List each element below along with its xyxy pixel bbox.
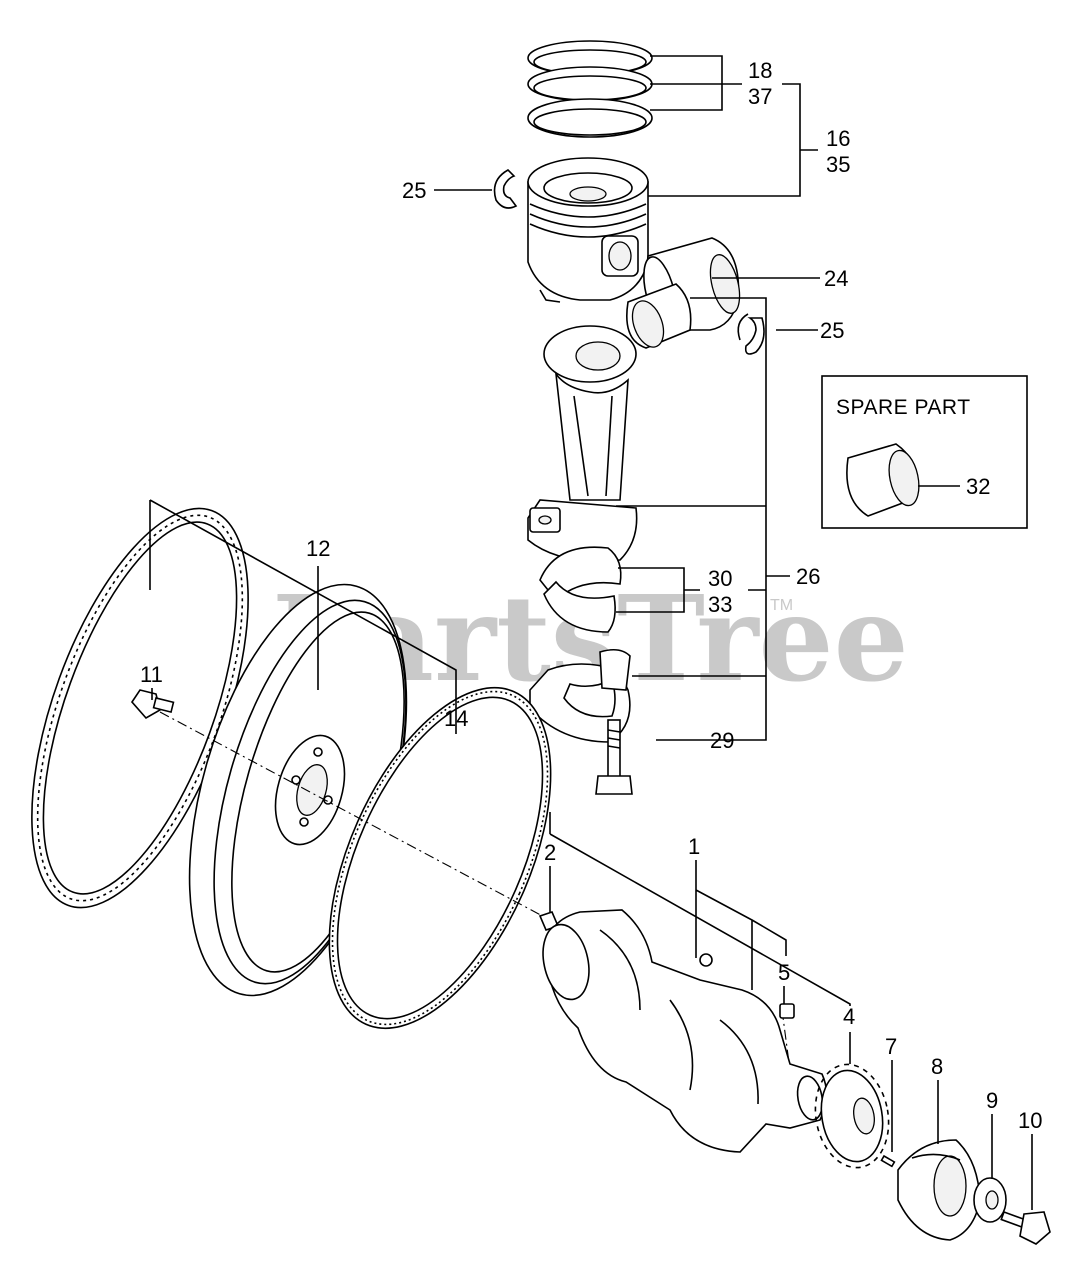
crank-gear[interactable] — [808, 1059, 897, 1174]
connecting-rod[interactable] — [527, 325, 638, 562]
callout-26: 26 — [796, 564, 820, 589]
starter-ring-gear[interactable] — [284, 655, 596, 1061]
piston-rings[interactable] — [527, 40, 653, 138]
connecting-rod-bolt[interactable] — [595, 719, 633, 795]
callout-1: 1 — [688, 834, 700, 859]
callout-9: 9 — [986, 1088, 998, 1113]
callout-30: 30 — [708, 566, 732, 591]
spare-bushing[interactable] — [846, 443, 924, 517]
callout-10: 10 — [1018, 1108, 1042, 1133]
callout-25-left: 25 — [402, 178, 426, 203]
crank-pin-bearing-lower[interactable] — [543, 580, 616, 633]
callout-labels: 18 37 16 35 25 24 25 32 30 33 26 29 12 1… — [140, 58, 1042, 1133]
assembly-centerline — [159, 711, 551, 921]
callout-2: 2 — [544, 840, 556, 865]
spring-pin[interactable] — [880, 1154, 896, 1168]
callout-4: 4 — [843, 1004, 855, 1029]
watermark-trademark: TM — [770, 597, 793, 614]
crankshaft[interactable] — [537, 909, 828, 1153]
callout-24: 24 — [824, 266, 848, 291]
callout-7: 7 — [885, 1034, 897, 1059]
callout-37: 37 — [748, 84, 772, 109]
spare-part-title: SPARE PART — [836, 396, 971, 419]
callout-35: 35 — [826, 152, 850, 177]
pulley-washer[interactable] — [973, 1177, 1007, 1223]
piston[interactable] — [527, 157, 649, 303]
small-end-bushing[interactable] — [626, 283, 692, 351]
callout-12: 12 — [306, 536, 330, 561]
callout-33: 33 — [708, 592, 732, 617]
callout-25-right: 25 — [820, 318, 844, 343]
callout-14: 14 — [444, 706, 468, 731]
flywheel-bolt[interactable] — [130, 689, 175, 720]
callout-8: 8 — [931, 1054, 943, 1079]
callout-29: 29 — [710, 728, 734, 753]
piston-pin-circlip-right[interactable] — [737, 313, 765, 355]
callout-16: 16 — [826, 126, 850, 151]
piston-pin-circlip-left[interactable] — [493, 169, 518, 209]
crankshaft-pulley[interactable] — [897, 1139, 981, 1241]
callout-18: 18 — [748, 58, 772, 83]
woodruff-key[interactable] — [779, 1003, 795, 1019]
pulley-bolt[interactable] — [1000, 1210, 1051, 1245]
callout-5: 5 — [778, 960, 790, 985]
connecting-rod-cap[interactable] — [529, 648, 631, 743]
callout-11: 11 — [140, 662, 163, 687]
leader-lines — [149, 55, 1033, 1210]
callout-32: 32 — [966, 474, 990, 499]
spare-part-box: SPARE PART — [821, 375, 1028, 529]
